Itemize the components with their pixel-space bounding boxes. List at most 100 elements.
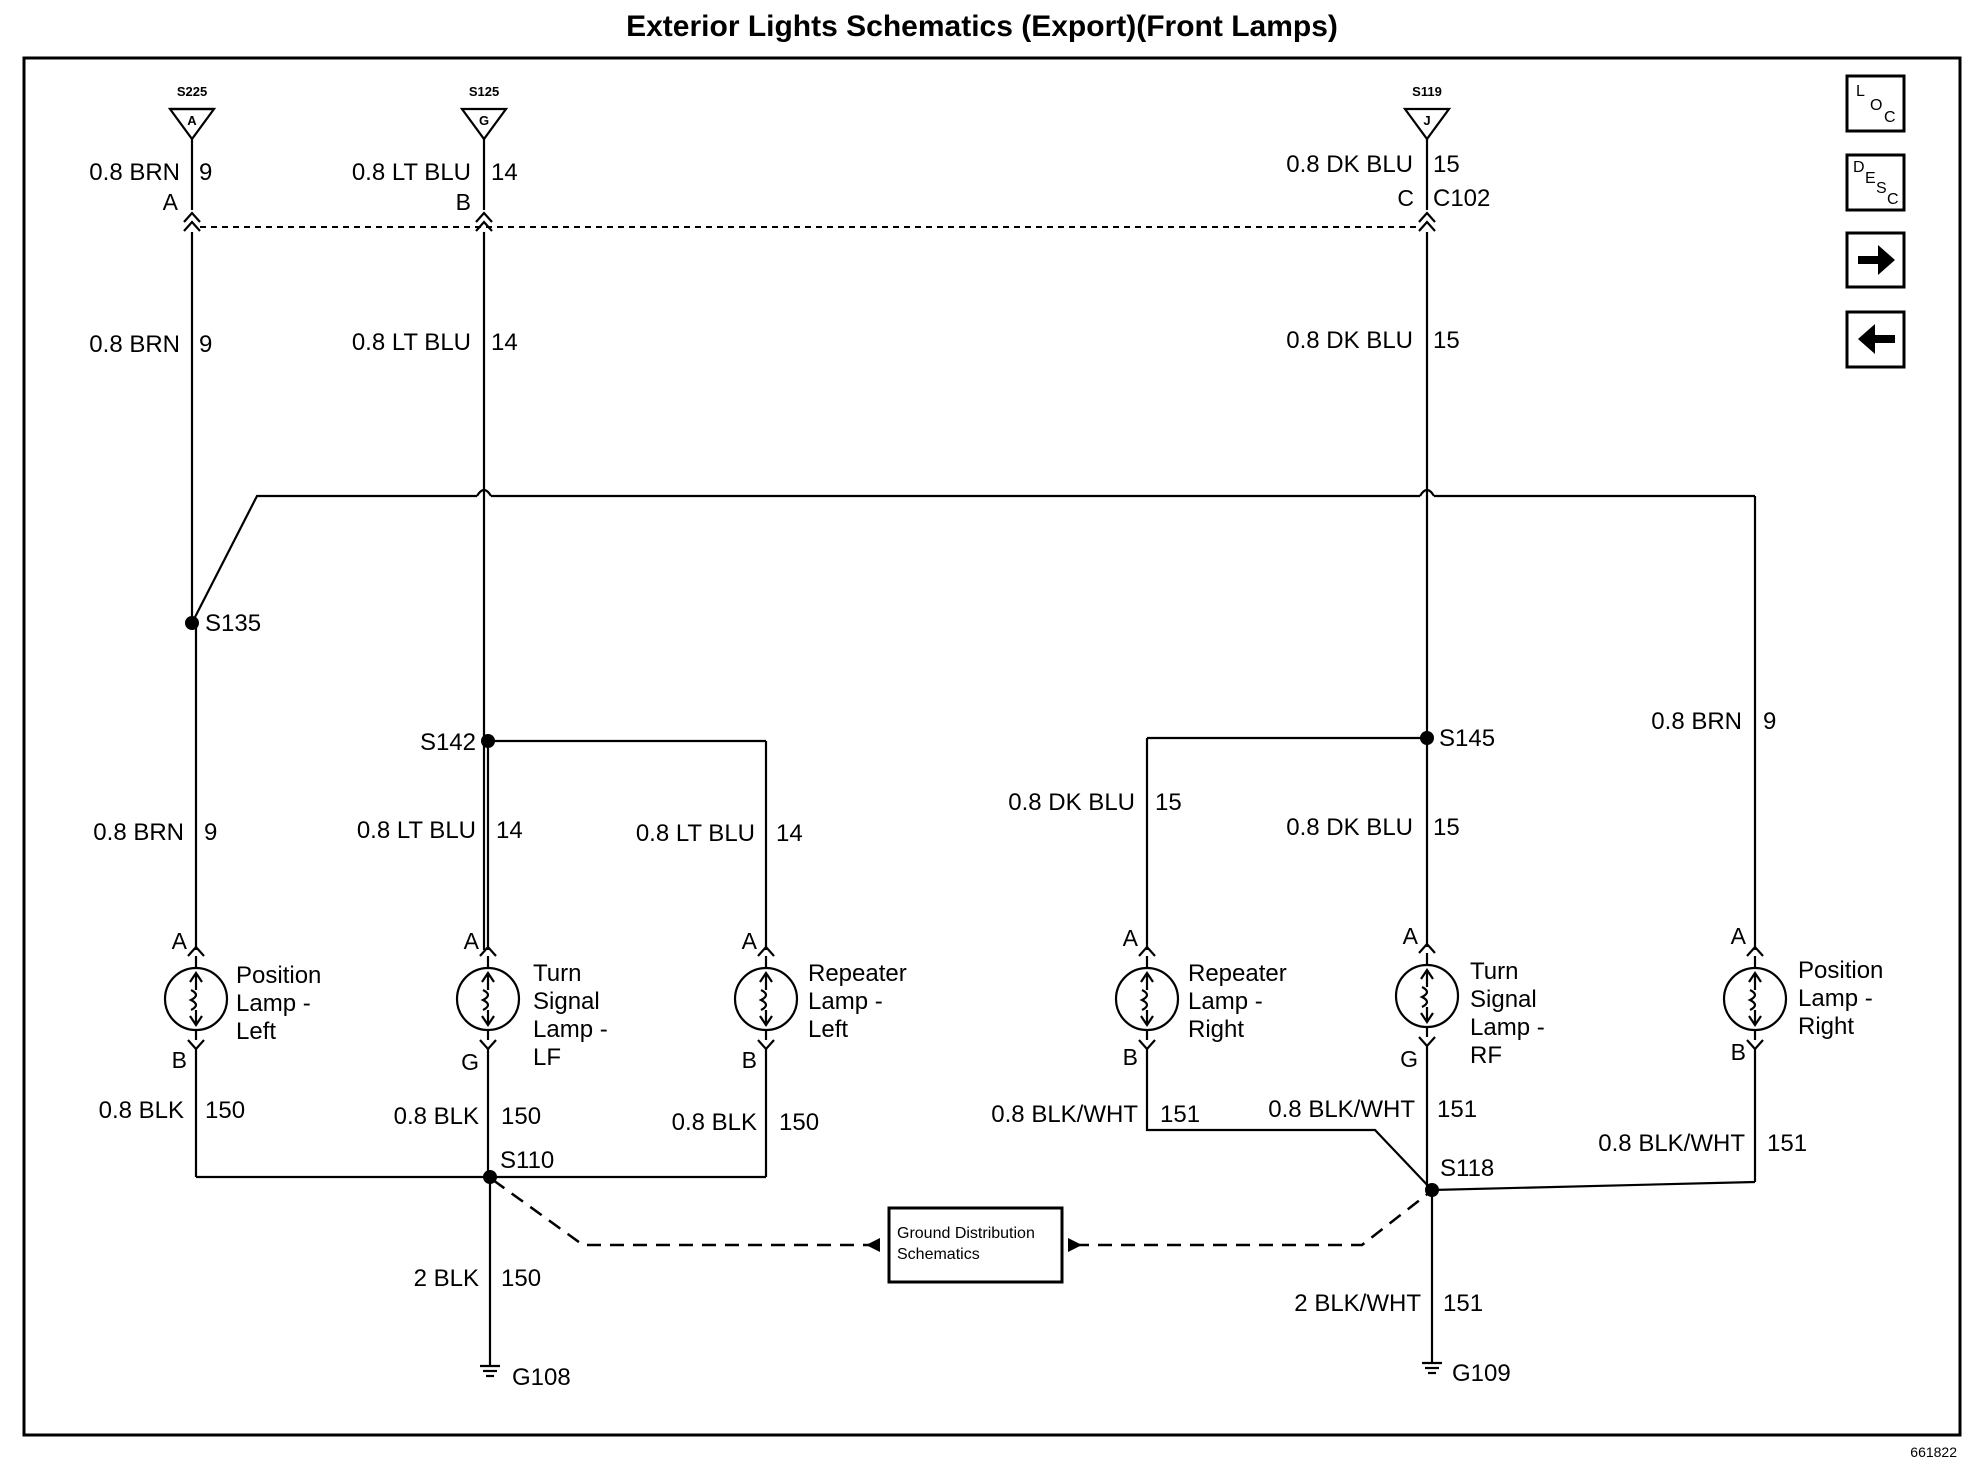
svg-text:G: G <box>479 113 489 128</box>
wire-label-circuit: 9 <box>204 819 217 846</box>
splice-ref-s225: S225 A <box>167 84 217 141</box>
svg-text:Lamp -: Lamp - <box>1798 985 1873 1012</box>
lamp-label-position-right: Position Lamp - Right <box>1798 957 1883 1040</box>
wire-label-circuit: 9 <box>1763 708 1776 735</box>
wire-label-circuit: 15 <box>1155 789 1182 816</box>
wire-label-circuit: 9 <box>199 159 212 186</box>
lamp-pin-label: G <box>461 1049 479 1075</box>
wire-label-size: 0.8 LT BLU <box>357 817 476 844</box>
wire-label-circuit: 151 <box>1767 1130 1807 1157</box>
repeater-lamp-left <box>733 956 799 1040</box>
connector-c102-pin-c <box>1418 211 1436 223</box>
position-lamp-left <box>163 956 229 1040</box>
splice-ref-s119: S119 J <box>1402 84 1452 141</box>
wire-label-circuit: 14 <box>491 159 518 186</box>
ground-g109-icon <box>1422 1361 1442 1375</box>
svg-text:S125: S125 <box>469 84 499 99</box>
wire-label-size: 0.8 BRN <box>89 159 180 186</box>
wire-label-size: 2 BLK/WHT <box>1294 1290 1421 1317</box>
wire-label-circuit: 15 <box>1433 327 1460 354</box>
wire-label-circuit: 151 <box>1160 1101 1200 1128</box>
svg-text:Signal: Signal <box>533 988 600 1015</box>
wire-label-size: 0.8 DK BLU <box>1008 789 1135 816</box>
wire-label-size: 0.8 LT BLU <box>352 329 471 356</box>
description-button[interactable]: D E S C <box>1845 153 1906 212</box>
c102-pin-c-label: C <box>1397 185 1414 211</box>
splice-s142 <box>481 734 495 748</box>
ground-distribution-link-right <box>1075 1191 1431 1247</box>
svg-text:Position: Position <box>236 962 321 989</box>
ground-g108-icon <box>480 1364 500 1378</box>
wire-label-circuit: 15 <box>1433 814 1460 841</box>
svg-text:RF: RF <box>1470 1042 1502 1069</box>
wire-label-size: 0.8 BLK <box>99 1097 184 1124</box>
splice-s145-label: S145 <box>1439 725 1495 752</box>
repeater-lamp-right <box>1114 956 1180 1040</box>
ground-distribution-schematics-link[interactable]: Ground Distribution Schematics <box>887 1206 1064 1284</box>
svg-text:Signal: Signal <box>1470 986 1537 1013</box>
wire-label-size: 0.8 DK BLU <box>1286 151 1413 178</box>
wire-label-size: 0.8 DK BLU <box>1286 327 1413 354</box>
lamp-pin-label: B <box>742 1047 757 1073</box>
wire-label-size: 0.8 BLK <box>672 1109 757 1136</box>
lamp-filament-icon <box>480 971 495 1027</box>
lamp-pin-label: B <box>1731 1039 1746 1065</box>
lamp-pin-label: A <box>172 928 188 954</box>
svg-text:A: A <box>187 113 197 128</box>
wire-label-circuit: 9 <box>199 331 212 358</box>
svg-text:S: S <box>1876 180 1887 197</box>
figure-number: 661822 <box>1910 1444 1957 1460</box>
svg-text:Turn: Turn <box>1470 958 1518 985</box>
lamp-filament-icon <box>1139 971 1154 1027</box>
previous-page-button[interactable] <box>1845 310 1906 369</box>
lamp-filament-icon <box>188 971 203 1027</box>
svg-text:Schematics: Schematics <box>897 1246 980 1263</box>
svg-text:Lamp -: Lamp - <box>808 988 883 1015</box>
ground-distribution-link-left <box>492 1178 870 1247</box>
svg-text:D: D <box>1853 159 1865 176</box>
wire-label-circuit: 151 <box>1443 1290 1483 1317</box>
next-page-button[interactable] <box>1845 231 1906 289</box>
ground-g109-label: G109 <box>1452 1360 1511 1387</box>
ground-g108-label: G108 <box>512 1364 571 1391</box>
wire-label-size: 0.8 LT BLU <box>636 820 755 847</box>
svg-text:L: L <box>1856 83 1865 100</box>
wire-label-size: 0.8 BRN <box>1651 708 1742 735</box>
connector-c102-pin-a <box>183 211 201 223</box>
location-button[interactable]: L O C <box>1845 74 1906 133</box>
connector-c102-label: C102 <box>1433 185 1490 212</box>
lamp-label-turn-rf: Turn Signal Lamp - RF <box>1470 958 1545 1069</box>
c102-pin-b-label: B <box>456 189 471 215</box>
svg-text:Lamp -: Lamp - <box>1470 1014 1545 1041</box>
wire-label-circuit: 14 <box>496 817 523 844</box>
splice-s135 <box>185 616 199 630</box>
wire-label-size: 0.8 BRN <box>89 331 180 358</box>
lamp-pin-label: B <box>1123 1044 1138 1070</box>
lamp-label-turn-lf: Turn Signal Lamp - LF <box>533 960 608 1071</box>
svg-text:Lamp -: Lamp - <box>533 1016 608 1043</box>
lamp-filament-icon <box>1747 971 1762 1027</box>
lamp-filament-icon <box>1419 968 1434 1024</box>
wire-label-size: 0.8 BLK/WHT <box>991 1101 1138 1128</box>
lamp-pin-label: A <box>1403 923 1419 949</box>
wire-label-circuit: 150 <box>501 1103 541 1130</box>
wire-label-size: 0.8 BLK <box>394 1103 479 1130</box>
svg-text:E: E <box>1865 170 1876 187</box>
lamp-pin-label: B <box>172 1047 187 1073</box>
splice-s110 <box>483 1170 497 1184</box>
lamp-pin-label: A <box>464 928 480 954</box>
svg-text:Right: Right <box>1798 1013 1854 1040</box>
svg-text:S119: S119 <box>1412 84 1442 99</box>
svg-text:J: J <box>1423 113 1430 128</box>
svg-text:Repeater: Repeater <box>1188 960 1287 987</box>
c102-pin-a-label: A <box>163 189 179 215</box>
lamp-label-position-left: Position Lamp - Left <box>236 962 321 1045</box>
svg-text:Ground Distribution: Ground Distribution <box>897 1225 1035 1242</box>
splice-s145 <box>1420 731 1434 745</box>
left-arrow-icon <box>1858 324 1895 354</box>
wire-brn-9-bus <box>191 494 477 624</box>
splice-s118-label: S118 <box>1440 1155 1494 1182</box>
wire-label-circuit: 15 <box>1433 151 1460 178</box>
svg-text:Left: Left <box>236 1018 276 1045</box>
